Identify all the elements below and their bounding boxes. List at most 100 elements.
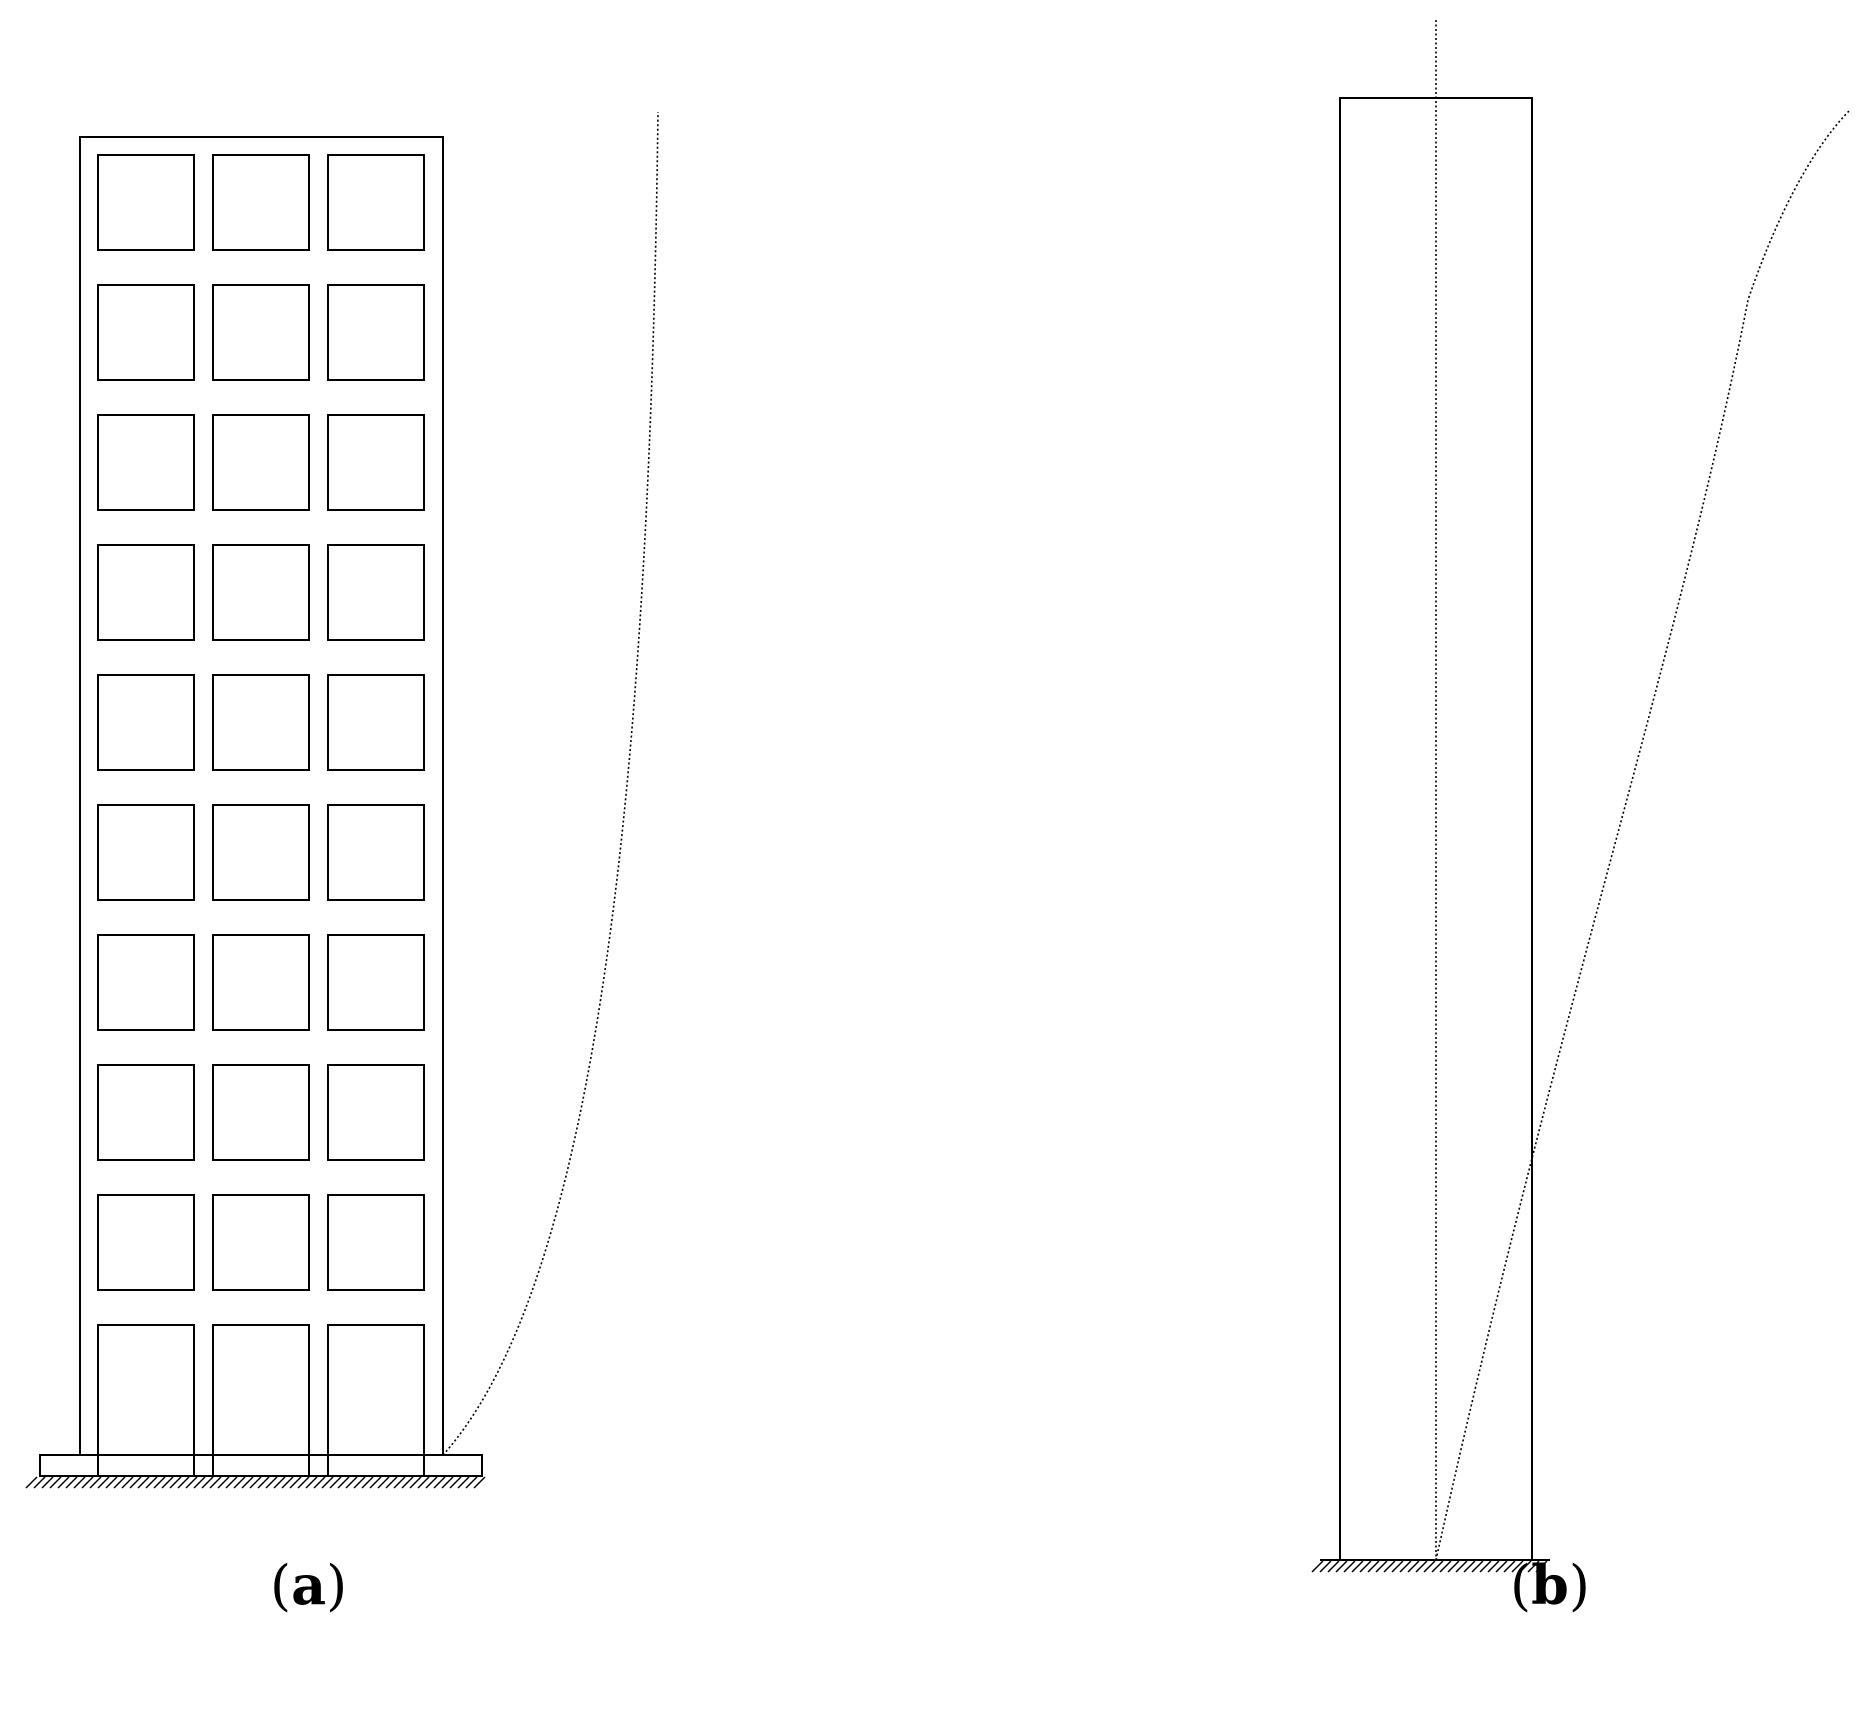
hatch-line xyxy=(185,1476,198,1489)
frame-opening xyxy=(97,674,195,771)
caption-a-close: ) xyxy=(326,1554,348,1617)
frame-opening xyxy=(97,1194,195,1291)
hatch-line xyxy=(393,1476,406,1489)
frame-opening xyxy=(327,544,425,641)
hatch-line xyxy=(1375,1560,1388,1573)
hatch-line xyxy=(401,1476,414,1489)
hatch-line xyxy=(321,1476,334,1489)
frame-opening xyxy=(327,284,425,381)
hatch-line xyxy=(297,1476,310,1489)
frame-opening xyxy=(97,1324,195,1456)
hatch-line xyxy=(337,1476,350,1489)
hatch-line xyxy=(1335,1560,1348,1573)
hatch-line xyxy=(25,1476,38,1489)
hatch-line xyxy=(209,1476,222,1489)
hatch-line xyxy=(409,1476,422,1489)
panel-b xyxy=(1311,20,1851,1573)
hatch-line xyxy=(449,1476,462,1489)
hatch-line xyxy=(225,1476,238,1489)
frame-openings xyxy=(97,154,425,1476)
frame-footing xyxy=(39,1454,483,1477)
caption-a-label: a xyxy=(291,1553,327,1617)
frame-opening xyxy=(327,414,425,511)
hatch-line xyxy=(97,1476,110,1489)
hatch-line xyxy=(1511,1560,1524,1573)
hatch-line xyxy=(145,1476,158,1489)
frame-opening xyxy=(212,1064,310,1161)
hatch-line xyxy=(81,1476,94,1489)
hatch-line xyxy=(345,1476,358,1489)
hatch-line xyxy=(1471,1560,1484,1573)
frame-opening xyxy=(97,284,195,381)
frame-opening xyxy=(327,804,425,901)
hatch-line xyxy=(249,1476,262,1489)
hatch-line xyxy=(113,1476,126,1489)
frame-opening xyxy=(212,674,310,771)
frame-opening xyxy=(327,1064,425,1161)
hatch-line xyxy=(1487,1560,1500,1573)
frame-opening xyxy=(97,414,195,511)
hatch-line xyxy=(433,1476,446,1489)
hatch-line xyxy=(1367,1560,1380,1573)
frame-opening xyxy=(212,284,310,381)
hatch-line xyxy=(281,1476,294,1489)
frame-opening xyxy=(212,154,310,251)
hatch-line xyxy=(177,1476,190,1489)
caption-a-open: ( xyxy=(270,1554,292,1617)
panel-a xyxy=(25,111,659,1489)
hatch-line xyxy=(273,1476,286,1489)
hatch-line xyxy=(65,1476,78,1489)
hatch-line xyxy=(1407,1560,1420,1573)
hatch-line xyxy=(305,1476,318,1489)
hatch-line xyxy=(313,1476,326,1489)
hatch-line xyxy=(1351,1560,1364,1573)
hatch-line xyxy=(1415,1560,1428,1573)
hatch-line xyxy=(137,1476,150,1489)
frame-opening xyxy=(212,1324,310,1456)
hatch-line xyxy=(1455,1560,1468,1573)
frame-opening xyxy=(327,674,425,771)
frame-opening xyxy=(212,544,310,641)
frame-deflection-curve xyxy=(442,111,659,1456)
hatch-line xyxy=(41,1476,54,1489)
hatch-line xyxy=(1519,1560,1532,1573)
frame-opening xyxy=(97,804,195,901)
hatch-line xyxy=(57,1476,70,1489)
hatch-line xyxy=(257,1476,270,1489)
hatch-line xyxy=(1535,1560,1548,1573)
caption-a: (a) xyxy=(270,1558,347,1613)
hatch-line xyxy=(1423,1560,1436,1573)
hatch-line xyxy=(49,1476,62,1489)
hatch-line xyxy=(217,1476,230,1489)
hatch-line xyxy=(129,1476,142,1489)
hatch-line xyxy=(457,1476,470,1489)
hatch-line xyxy=(329,1476,342,1489)
caption-b-open: ( xyxy=(1510,1554,1532,1617)
caption-b-label: b xyxy=(1531,1553,1569,1617)
hatch-line xyxy=(105,1476,118,1489)
hatch-line xyxy=(33,1476,46,1489)
hatch-line xyxy=(121,1476,134,1489)
hatch-line xyxy=(201,1476,214,1489)
hatch-line xyxy=(89,1476,102,1489)
ground-hatch-a xyxy=(25,1476,486,1489)
hatch-line xyxy=(1431,1560,1444,1573)
frame-opening xyxy=(212,934,310,1031)
frame-opening xyxy=(97,934,195,1031)
hatch-line xyxy=(473,1476,486,1489)
frame-opening xyxy=(327,154,425,251)
hatch-line xyxy=(1319,1560,1332,1573)
hatch-line xyxy=(353,1476,366,1489)
frame-opening xyxy=(327,1324,425,1456)
column-deflection-curve xyxy=(1435,109,1851,1561)
hatch-line xyxy=(385,1476,398,1489)
hatch-line xyxy=(1479,1560,1492,1573)
hatch-line xyxy=(233,1476,246,1489)
hatch-line xyxy=(369,1476,382,1489)
hatch-line xyxy=(169,1476,182,1489)
frame-opening xyxy=(212,414,310,511)
hatch-line xyxy=(377,1476,390,1489)
hatch-line xyxy=(465,1476,478,1489)
hatch-line xyxy=(1383,1560,1396,1573)
